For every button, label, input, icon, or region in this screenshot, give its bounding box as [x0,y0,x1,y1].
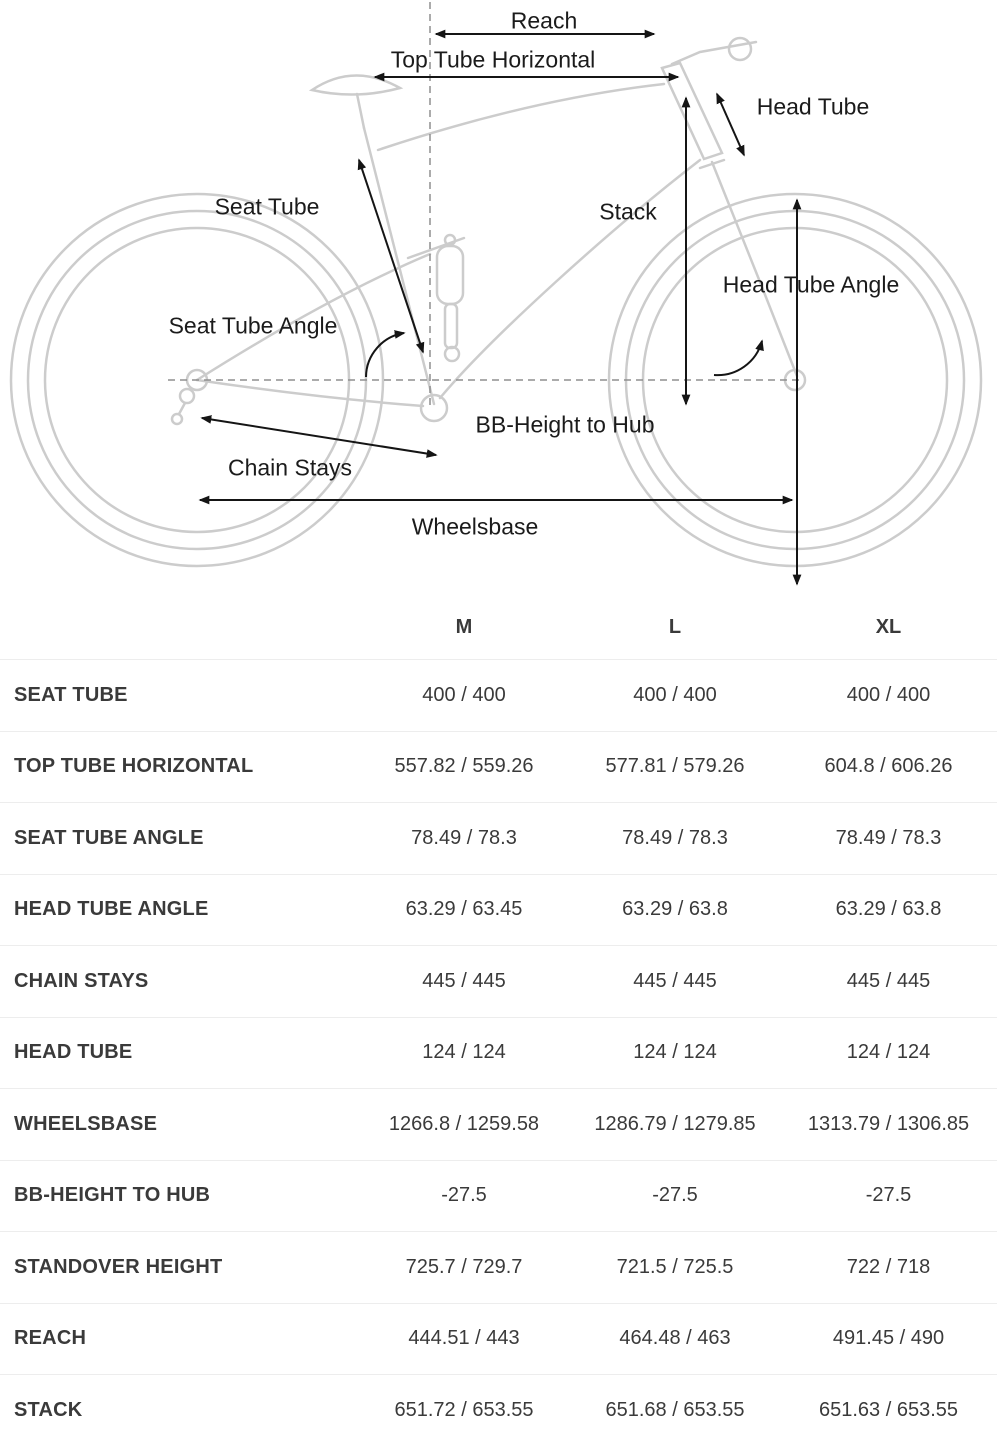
cell-value-xl: 124 / 124 [846,1041,931,1064]
row-bb-height-to-hub: BB-HEIGHT TO HUB -27.5 -27.5 -27.5 [0,1159,997,1232]
measurement-arrows [198,29,802,586]
geometry-table: M L XL SEAT TUBE 400 / 400 400 / 400 400… [0,595,997,1446]
diagram-label-seat-tube: Seat Tube [214,193,320,220]
stem-handlebar [670,40,758,66]
cell-value-m: 725.7 / 729.7 [405,1255,523,1278]
chain-stays-arrow [200,415,438,458]
head-tube-angle-arc [713,339,764,377]
diagram-label-wheelsbase: Wheelsbase [411,513,539,540]
row-reach: REACH 444.51 / 443 464.48 / 463 491.45 /… [0,1302,997,1375]
seat-tube-arrow [357,158,425,354]
top-tube-line [376,82,666,152]
cell-value-l: 577.81 / 579.26 [605,755,745,778]
row-label: BB-HEIGHT TO HUB [14,1184,211,1207]
row-label: CHAIN STAYS [14,969,149,992]
diagram-label-reach: Reach [510,7,578,34]
cell-value-m: 444.51 / 443 [408,1327,520,1350]
row-head-tube-angle: HEAD TUBE ANGLE 63.29 / 63.45 63.29 / 63… [0,873,997,946]
head-tube-arrow [716,92,745,157]
cell-value-xl: 491.45 / 490 [832,1327,945,1350]
table-header-row: M L XL [0,595,997,659]
fork-line [710,160,799,378]
shock-lower-mount [443,345,461,363]
row-label: STANDOVER HEIGHT [14,1255,223,1278]
grip-ring [727,36,753,62]
row-label: TOP TUBE HORIZONTAL [14,755,254,778]
cell-value-m: 445 / 445 [422,969,506,992]
row-standover-height: STANDOVER HEIGHT 725.7 / 729.7 721.5 / 7… [0,1231,997,1303]
fork-crown [698,158,726,170]
row-label: HEAD TUBE ANGLE [14,898,209,921]
cell-value-xl: -27.5 [865,1184,912,1207]
cell-value-xl: 1313.79 / 1306.85 [807,1112,970,1135]
cell-value-l: 651.68 / 653.55 [605,1398,745,1421]
cell-value-m: 400 / 400 [422,683,506,706]
derailleur-pulley-upper [178,387,196,405]
row-label: HEAD TUBE [14,1041,133,1064]
cell-value-m: 651.72 / 653.55 [394,1398,534,1421]
cell-value-m: 78.49 / 78.3 [411,826,517,849]
cell-value-xl: 78.49 / 78.3 [835,826,942,849]
cell-value-xl: 604.8 / 606.26 [824,755,953,778]
reference-lines [168,2,802,408]
diagram-label-top-tube: Top Tube Horizontal [390,46,596,73]
row-head-tube: HEAD TUBE 124 / 124 124 / 124 124 / 124 [0,1016,997,1089]
cell-value-l: 63.29 / 63.8 [622,898,728,921]
cell-value-m: 63.29 / 63.45 [405,898,523,921]
row-stack: STACK 651.72 / 653.55 651.68 / 653.55 65… [0,1374,997,1446]
derailleur-cage [177,401,187,416]
saddle-shape [308,74,404,96]
row-seat-tube-angle: SEAT TUBE ANGLE 78.49 / 78.3 78.49 / 78.… [0,802,997,874]
row-chain-stays: CHAIN STAYS 445 / 445 445 / 445 445 / 44… [0,945,997,1017]
cell-value-l: -27.5 [652,1184,698,1207]
cell-value-m: 1266.8 / 1259.58 [388,1112,540,1135]
diagram-label-head-tube: Head Tube [756,93,870,120]
column-header-l: L [668,615,682,638]
diagram-label-head-tube-angle: Head Tube Angle [722,271,900,298]
row-label: STACK [14,1398,83,1421]
row-seat-tube: SEAT TUBE 400 / 400 400 / 400 400 / 400 [0,659,997,731]
cell-value-l: 124 / 124 [633,1041,717,1064]
cell-value-l: 78.49 / 78.3 [622,826,728,849]
diagram-label-bb-height-to-hub: BB-Height to Hub [475,411,655,438]
row-label: WHEELSBASE [14,1112,158,1135]
diagram-label-chain-stays: Chain Stays [227,454,353,481]
diagram-label-stack: Stack [599,198,657,225]
seat-post-line [355,92,366,130]
cell-value-l: 400 / 400 [633,683,717,706]
cell-value-xl: 651.63 / 653.55 [818,1398,958,1421]
cell-value-l: 1286.79 / 1279.85 [594,1112,756,1135]
bike-diagram-svg [9,2,983,586]
shock-body [435,244,465,306]
derailleur-pulley-lower [170,412,184,426]
diagram-label-seat-tube-angle: Seat Tube Angle [168,312,338,339]
rear-wheel-tire [9,192,385,568]
chainstay-line [195,378,425,408]
cell-value-m: 124 / 124 [422,1041,506,1064]
row-label: SEAT TUBE ANGLE [14,826,204,849]
cell-value-m: 557.82 / 559.26 [394,755,534,778]
cell-value-l: 445 / 445 [633,969,717,992]
cell-value-xl: 722 / 718 [846,1255,931,1278]
row-label: SEAT TUBE [14,683,128,706]
cell-value-l: 721.5 / 725.5 [616,1255,734,1278]
bottom-bracket [419,393,449,423]
row-top-tube-horizontal: TOP TUBE HORIZONTAL 557.82 / 559.26 577.… [0,730,997,803]
seat-tube-line [362,126,436,406]
cell-value-xl: 400 / 400 [846,683,931,706]
shock-shaft [443,302,459,350]
cell-value-m: -27.5 [441,1184,487,1207]
down-tube-line [438,158,702,400]
column-header-m: M [455,615,473,638]
cell-value-xl: 445 / 445 [846,969,931,992]
cell-value-l: 464.48 / 463 [619,1327,731,1350]
column-header-xl: XL [875,615,902,638]
bike-geometry-diagram: Reach Top Tube Horizontal Head Tube Seat… [0,0,997,595]
shock-upper-mount [443,233,457,247]
row-wheelsbase: WHEELSBASE 1266.8 / 1259.58 1286.79 / 12… [0,1088,997,1160]
seat-tube-angle-arc [365,330,406,378]
row-label: REACH [14,1327,87,1350]
cell-value-xl: 63.29 / 63.8 [835,898,942,921]
